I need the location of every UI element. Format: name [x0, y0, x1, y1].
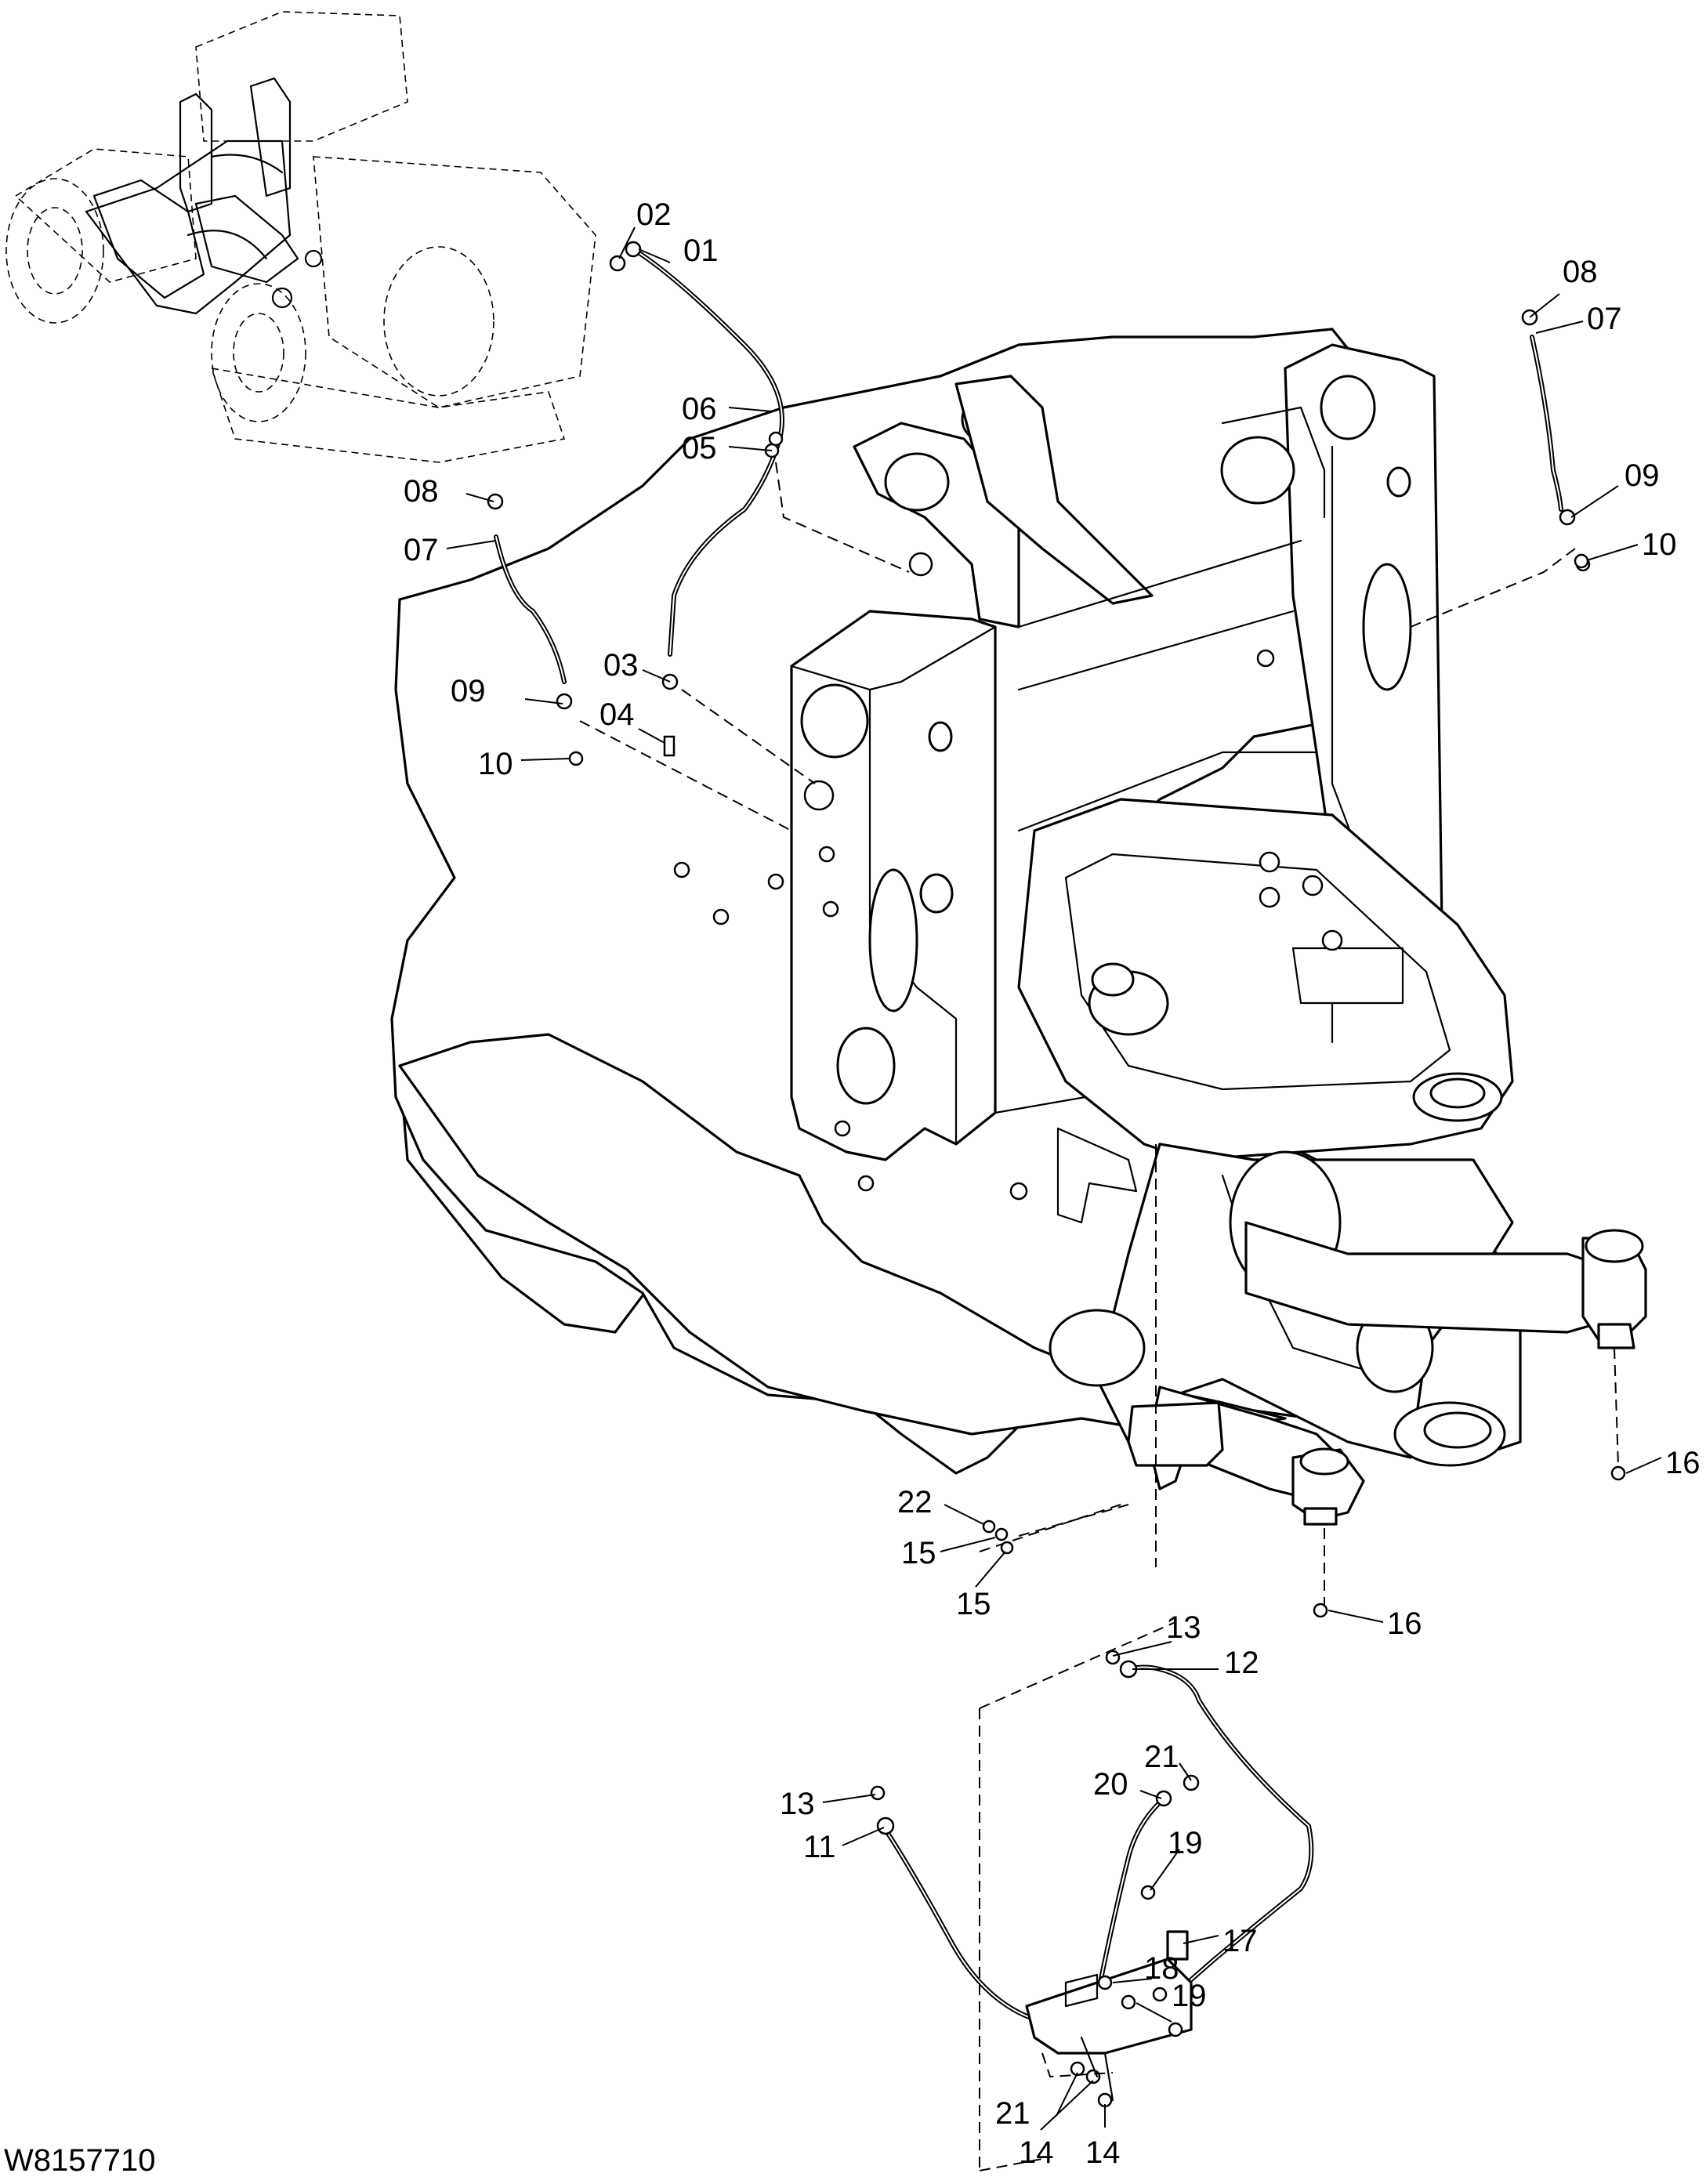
callout-10: 10: [478, 747, 513, 781]
callout-10: 10: [1642, 527, 1677, 562]
callout-11: 11: [803, 1830, 836, 1864]
callout-03: 03: [603, 648, 639, 683]
main-frame: [390, 328, 1647, 1526]
callout-05: 05: [682, 431, 717, 465]
callout-leaders: [446, 226, 1662, 2131]
callout-07: 07: [1587, 302, 1622, 336]
callout-01: 01: [683, 234, 719, 268]
hose-end-fitting: [625, 241, 642, 258]
small-fittings: [982, 553, 1626, 1618]
callout-16: 16: [1665, 1446, 1701, 1480]
callout-13: 13: [780, 1787, 815, 1821]
callout-19: 19: [1168, 1826, 1203, 1860]
callout-21: 21: [1144, 1740, 1179, 1774]
callout-07: 07: [404, 533, 439, 567]
grease-line-lower-bank: [870, 1650, 1314, 2108]
callout-02: 02: [636, 197, 672, 232]
drawing-code: W8157710: [4, 2143, 155, 2178]
callout-08: 08: [404, 474, 439, 509]
grease-line-01: [609, 241, 784, 757]
callout-22: 22: [897, 1485, 933, 1519]
callout-14: 14: [1085, 2135, 1121, 2170]
callout-labels: 02 01 06 05 08 07 03 09 04 10 08 07 09 1…: [404, 197, 1701, 2170]
callout-19: 19: [1172, 1979, 1207, 2013]
callout-04: 04: [599, 697, 635, 732]
reference-lines: [579, 462, 1619, 2171]
callout-09: 09: [451, 674, 486, 708]
grease-line-07-left: [487, 493, 584, 766]
callout-21: 21: [995, 2096, 1030, 2131]
callout-09: 09: [1625, 458, 1660, 493]
machine-overview-thumbnail: [5, 11, 596, 463]
callout-18: 18: [1144, 1951, 1179, 1986]
callout-14: 14: [1019, 2135, 1054, 2170]
callout-12: 12: [1224, 1646, 1259, 1680]
callout-17: 17: [1222, 1924, 1258, 1958]
callout-15: 15: [901, 1536, 936, 1570]
callout-20: 20: [1093, 1767, 1128, 1802]
callout-08: 08: [1563, 255, 1598, 289]
frame-bolts: [673, 552, 1343, 1201]
callout-13: 13: [1166, 1610, 1201, 1645]
callout-06: 06: [682, 392, 717, 426]
callout-16: 16: [1387, 1606, 1422, 1641]
callout-15: 15: [956, 1587, 991, 1621]
grease-line-07-right: [1521, 309, 1591, 572]
